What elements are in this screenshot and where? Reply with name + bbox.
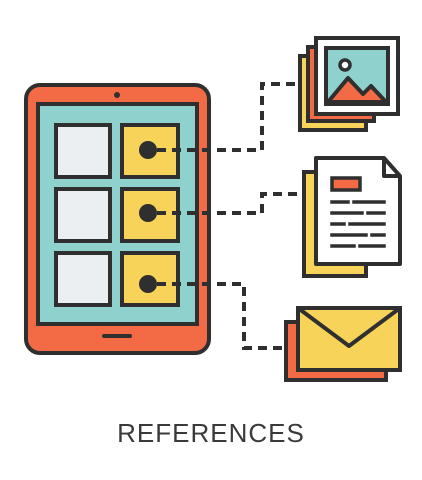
connector-line-document [157, 192, 300, 215]
grid-cell [54, 187, 112, 243]
envelope-icon [284, 306, 402, 382]
dashed-connectors [157, 82, 300, 350]
connector-dot [139, 141, 157, 159]
highlight-cell [120, 251, 180, 307]
caption-title: REFERENCES [117, 418, 305, 448]
connector-dot [139, 204, 157, 222]
connector-line-email [157, 282, 286, 350]
grid-cell [54, 251, 112, 307]
image-icon [298, 36, 400, 132]
connector-dot [139, 275, 157, 293]
connector-line-image [157, 82, 300, 152]
tablet-icon [24, 83, 211, 355]
document-icon [302, 156, 402, 278]
grid-cell [54, 123, 112, 179]
